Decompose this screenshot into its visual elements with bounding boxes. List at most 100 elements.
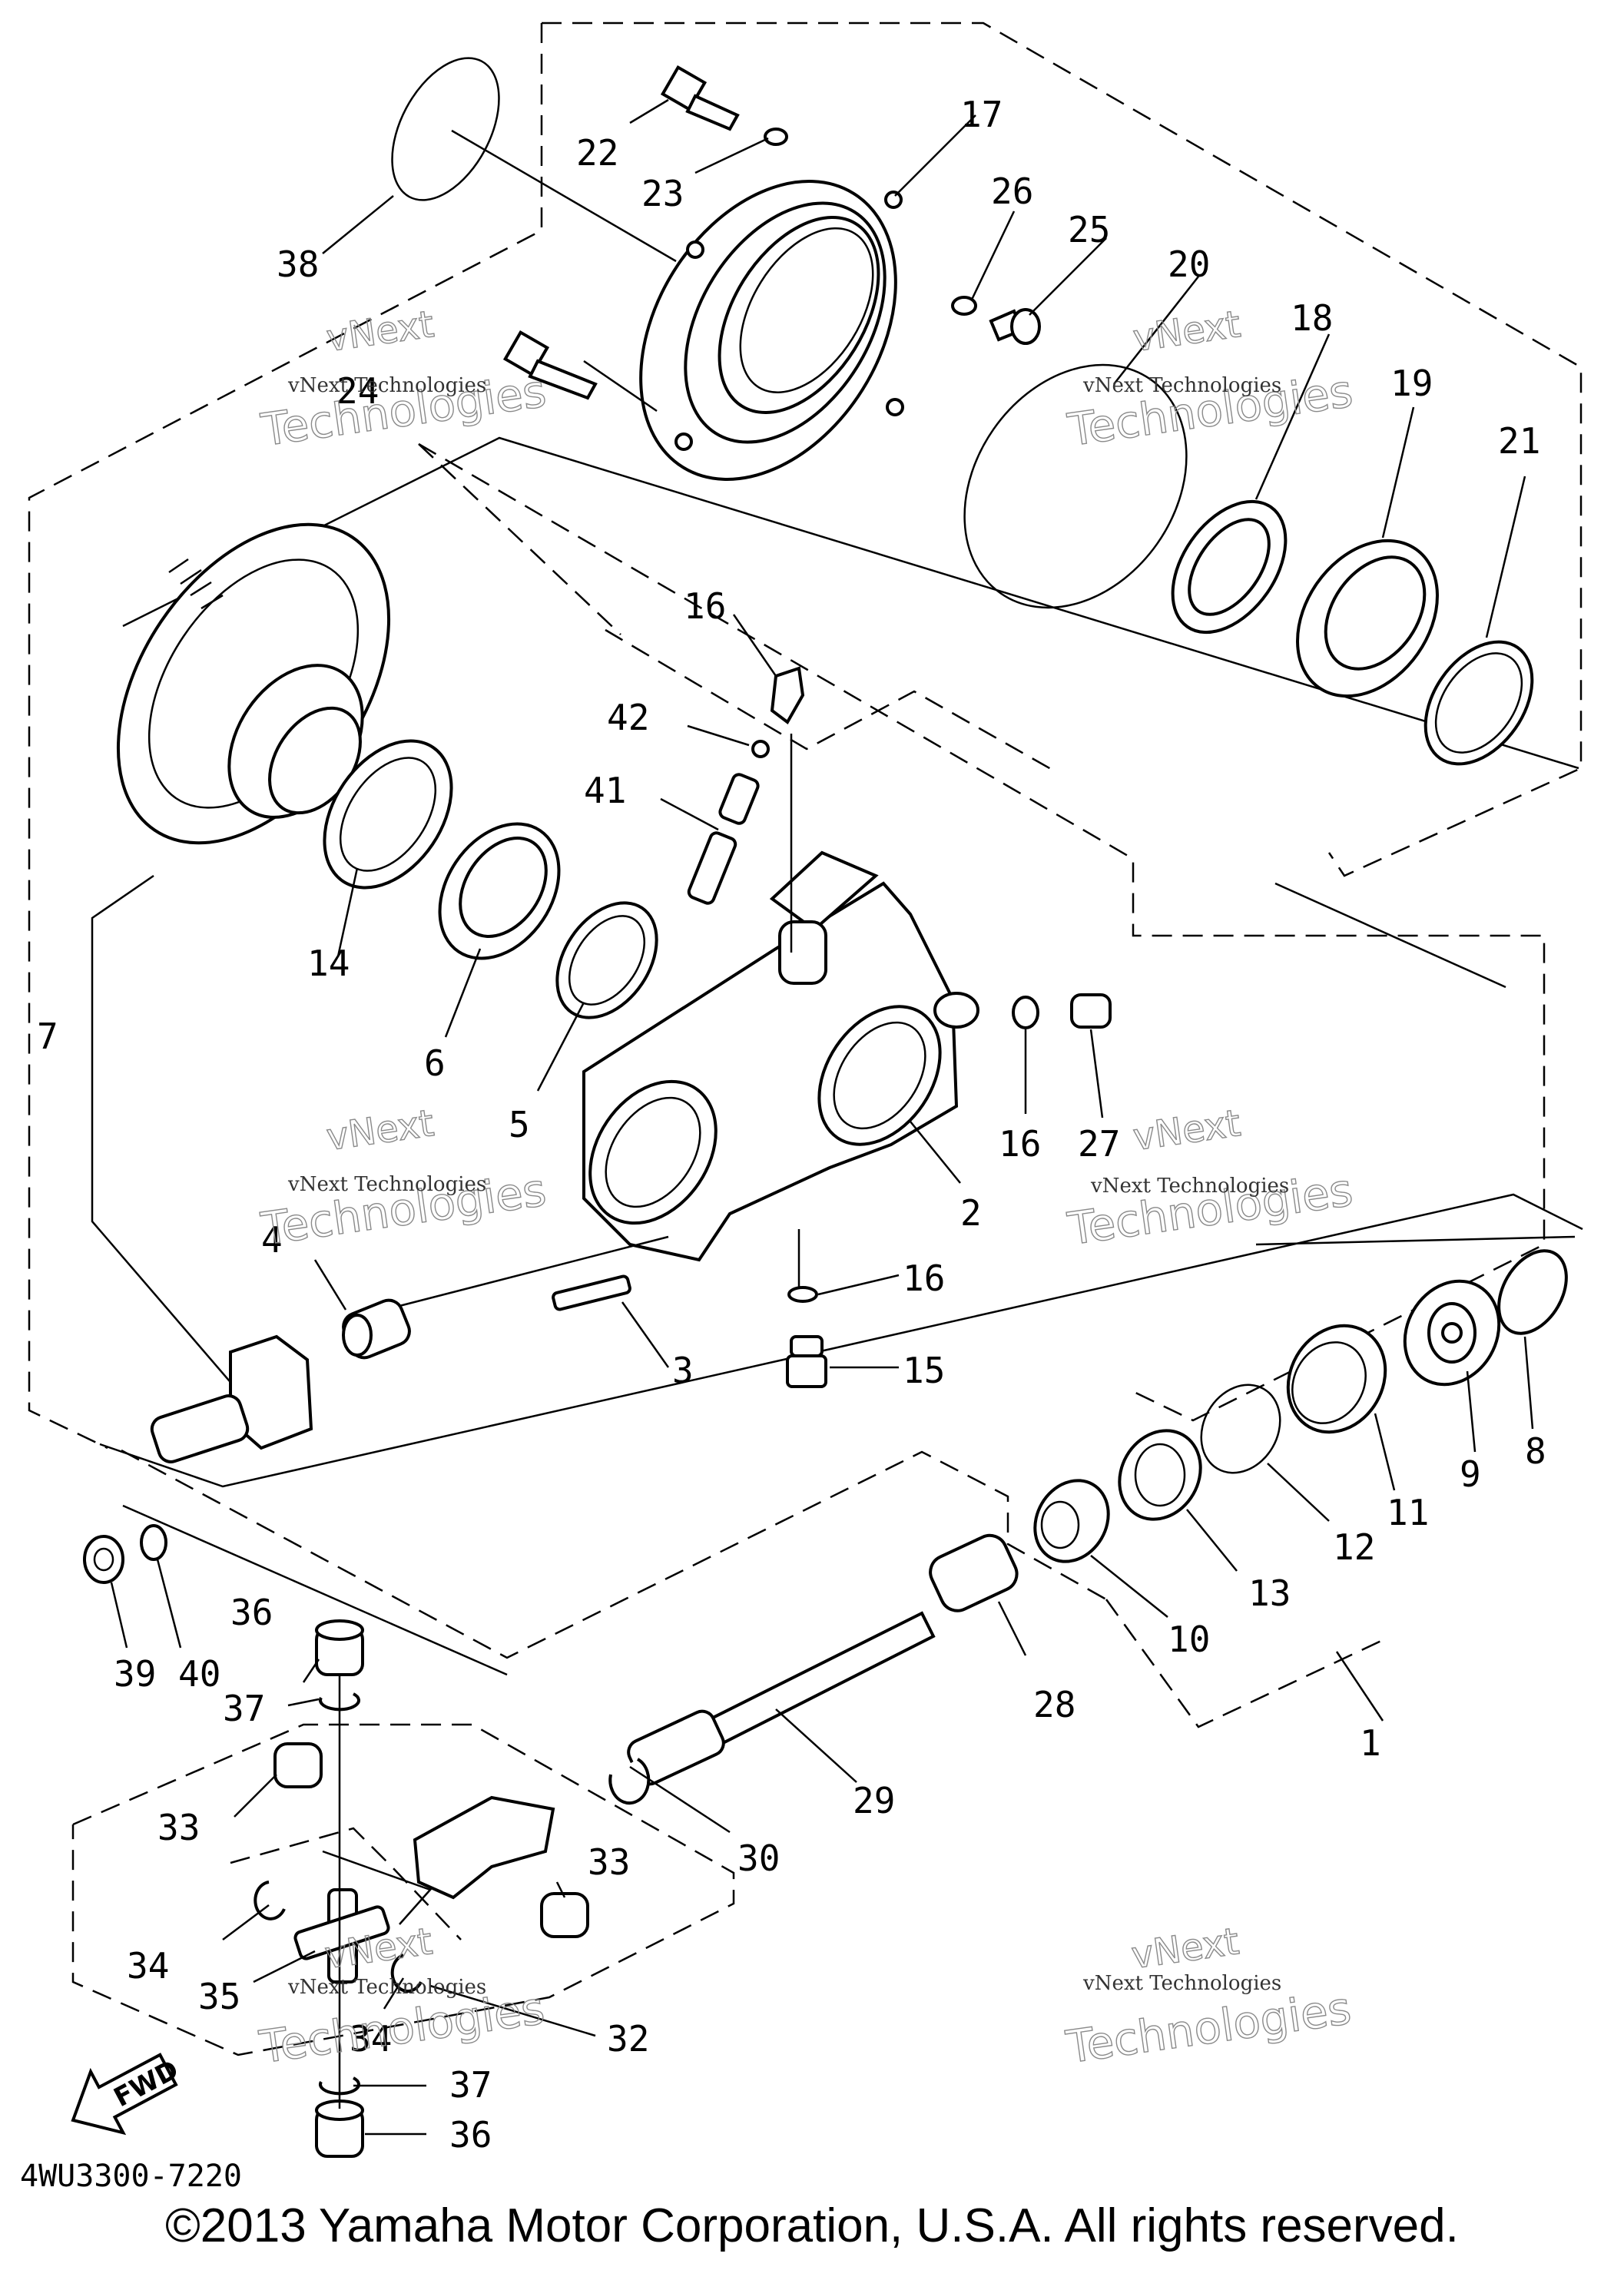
bracket-lower-base [122, 1504, 508, 1676]
drain-bolt-15 [786, 1335, 827, 1388]
callout-36-lower: 36 [449, 2114, 492, 2156]
ring-gear-7 [116, 522, 391, 845]
callout-9: 9 [1460, 1453, 1481, 1495]
bracket-lower-case [99, 1193, 1583, 1488]
callout-6: 6 [424, 1042, 446, 1084]
bearing-29 [929, 1533, 1019, 1612]
callout-26: 25 [1068, 209, 1110, 250]
pinion-gear [150, 1334, 313, 1463]
o-ring-38 [391, 57, 500, 201]
bearing-20 [1296, 539, 1439, 698]
callout-31: 30 [737, 1838, 780, 1879]
callout-16-lower: 16 [903, 1258, 945, 1299]
assembly-outline-case [418, 442, 1546, 1422]
callout-29: 28 [1033, 1684, 1075, 1725]
bearing-housing-18 [639, 180, 904, 481]
assembly-outline-upper [542, 22, 1583, 877]
bolt-25 [502, 330, 598, 400]
callout-27: 26 [991, 171, 1033, 212]
watermark-small-top-left: vNext Technologies [287, 374, 486, 397]
o-ring-21 [963, 363, 1188, 609]
callout-33-right: 33 [588, 1841, 630, 1883]
collar-10 [1033, 1479, 1110, 1563]
callout-28: 27 [1078, 1123, 1120, 1165]
svg-text:vNext: vNext [1129, 1920, 1241, 1977]
watermark-small-mid-right: vNext Technologies [1090, 1175, 1289, 1198]
drive-shaft-30 [627, 1611, 936, 1786]
callout-18: 17 [960, 94, 1003, 135]
callout-12: 12 [1333, 1526, 1375, 1568]
callout-1: 1 [1360, 1722, 1381, 1764]
callout-13: 13 [1248, 1572, 1291, 1614]
callout-37-upper: 37 [223, 1688, 265, 1729]
stud-bolt-3 [552, 1274, 631, 1311]
washer-16-lower [787, 1286, 818, 1303]
svg-text:vNext: vNext [1131, 303, 1244, 360]
pin-41 [687, 773, 760, 905]
callout-37-lower: 37 [449, 2064, 492, 2106]
callout-labels: 38 22 23 17 26 25 20 18 19 21 24 16 42 4… [37, 94, 1546, 2156]
watermark-mid-right: vNext Technologies [1064, 1101, 1357, 1255]
callout-15: 15 [903, 1350, 945, 1391]
nut-39 [83, 1535, 124, 1584]
oil-seal-13 [1118, 1429, 1202, 1521]
callout-36-upper: 36 [230, 1592, 273, 1633]
assembly-outline-bearing-top [418, 443, 621, 635]
circlip-34-left [254, 1881, 286, 1920]
washer-24 [764, 128, 788, 146]
bracket-32 [322, 1850, 433, 1925]
callout-24: 23 [641, 173, 684, 214]
washer-40 [140, 1524, 167, 1561]
watermark-small-bottom-left: vNext Technologies [287, 1976, 486, 1999]
svg-text:Technologies: Technologies [1062, 1982, 1354, 2073]
watermark-small-mid-left: vNext Technologies [287, 1173, 486, 1196]
shim-22 [1423, 640, 1534, 766]
watermark-small-top-right: vNext Technologies [1082, 374, 1281, 397]
callout-5: 5 [509, 1104, 530, 1145]
callout-30: 29 [853, 1780, 895, 1821]
callout-8: 8 [1525, 1430, 1546, 1472]
callout-22: 21 [1498, 420, 1540, 462]
oil-seal-5 [555, 901, 658, 1019]
gear-case-2 [582, 850, 979, 1262]
watermark-mid-left: vNext Technologies [257, 1101, 550, 1255]
callout-7: 7 [37, 1016, 58, 1057]
watermark-top-left: vNext Technologies [257, 302, 550, 456]
bearing-36-upper [315, 1619, 364, 1676]
o-ring-12 [1200, 1384, 1281, 1474]
shim-14 [323, 739, 453, 890]
callout-20: 19 [1390, 363, 1433, 404]
callout-4: 4 [261, 1219, 283, 1261]
plug-28 [1070, 993, 1112, 1029]
callout-23: 22 [576, 132, 618, 174]
bearing-33-left [273, 1742, 323, 1788]
callout-21: 20 [1168, 244, 1210, 285]
callout-17: 16 [684, 585, 726, 627]
callout-25: 24 [336, 370, 379, 412]
callout-10: 10 [1168, 1619, 1210, 1660]
watermark-small-bottom-right: vNext Technologies [1082, 1972, 1281, 1995]
bearing-9 [1403, 1279, 1501, 1387]
bearing-6 [438, 822, 561, 960]
svg-text:vNext: vNext [324, 303, 437, 360]
copyright-notice: ©2013 Yamaha Motor Corporation, U.S.A. A… [165, 2199, 1459, 2252]
bearing-33-right [540, 1892, 589, 1938]
assembly-outline-joint [71, 1723, 735, 2056]
callout-35: 35 [198, 1976, 240, 2017]
callout-19: 18 [1291, 297, 1333, 339]
clip-42 [751, 740, 770, 758]
callout-32: 32 [607, 2018, 649, 2060]
assembly-outline-lower-right [1105, 1599, 1384, 1728]
breather-joint-17 [770, 666, 805, 724]
callout-34-right: 34 [350, 2018, 392, 2060]
ring-nut-11 [1286, 1324, 1387, 1434]
callout-14: 14 [307, 943, 350, 984]
yoke [413, 1795, 555, 1900]
forward-arrow: FWD [71, 2053, 184, 2136]
spider-35 [293, 1888, 390, 1983]
callout-2: 2 [960, 1192, 982, 1234]
assembly-outline-bearing [605, 628, 1057, 774]
assembly-outline-joint-inner [230, 1827, 462, 1940]
assembly-outline-pinion [121, 1449, 1107, 1659]
